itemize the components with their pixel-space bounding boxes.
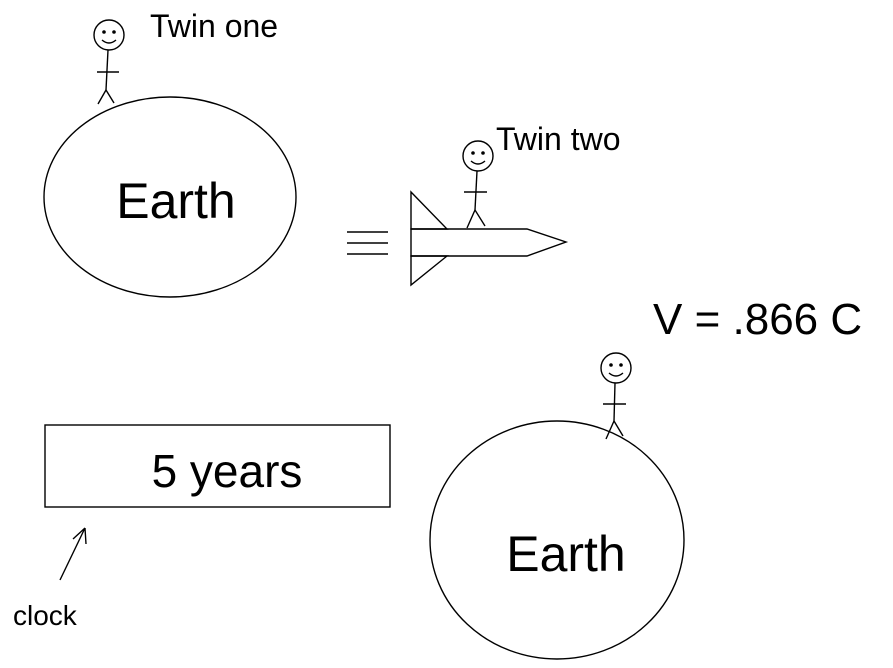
twin-two-label: Twin two	[496, 121, 620, 157]
earth-bottom-label: Earth	[506, 526, 626, 582]
returned-twin-body	[613, 382, 616, 422]
clock-arrow-icon	[59, 527, 87, 581]
clock-display: 5 years	[44, 424, 391, 508]
earth-top-circle	[43, 96, 297, 298]
earth-bottom-circle	[429, 420, 685, 660]
twin-two-smile	[470, 160, 486, 165]
twin-one-figure	[93, 19, 125, 105]
motion-lines	[347, 231, 388, 255]
rocket-bottom-fin	[410, 255, 449, 287]
returned-twin-right-eye	[619, 363, 623, 367]
twin-two-figure	[462, 140, 494, 229]
returned-twin-left-leg	[605, 420, 615, 440]
twin-two-body	[474, 170, 478, 211]
twin-one-left-eye	[102, 30, 106, 34]
twin-one-right-leg	[105, 89, 115, 104]
twin-one-smile	[101, 39, 117, 44]
twin-one-body	[105, 49, 109, 91]
returned-twin-left-eye	[609, 363, 613, 367]
velocity-label: V = .866 C	[653, 295, 862, 344]
returned-twin-smile	[608, 372, 624, 377]
returned-twin-right-leg	[613, 420, 624, 437]
twin-one-head	[93, 19, 125, 51]
earth-top-label: Earth	[116, 173, 236, 229]
twin-two-left-leg	[466, 209, 476, 229]
clock-label: clock	[13, 600, 78, 631]
rocket	[410, 190, 569, 287]
earth-bottom: Earth	[429, 420, 685, 660]
returned-twin-figure	[600, 352, 632, 440]
twin-one-right-eye	[112, 30, 116, 34]
rocket-top-fin	[410, 190, 449, 230]
returned-twin-head	[600, 352, 632, 384]
twin-one-label: Twin one	[150, 8, 278, 44]
twin-one-left-leg	[97, 89, 107, 105]
earth-top: Earth	[43, 96, 297, 298]
twin-two-right-leg	[474, 209, 486, 227]
rocket-body	[410, 228, 569, 257]
twin-two-head	[462, 140, 494, 172]
twin-two-right-eye	[481, 151, 485, 155]
twin-two-left-eye	[471, 151, 475, 155]
clock-box	[44, 424, 391, 508]
clock-reading: 5 years	[152, 445, 303, 497]
